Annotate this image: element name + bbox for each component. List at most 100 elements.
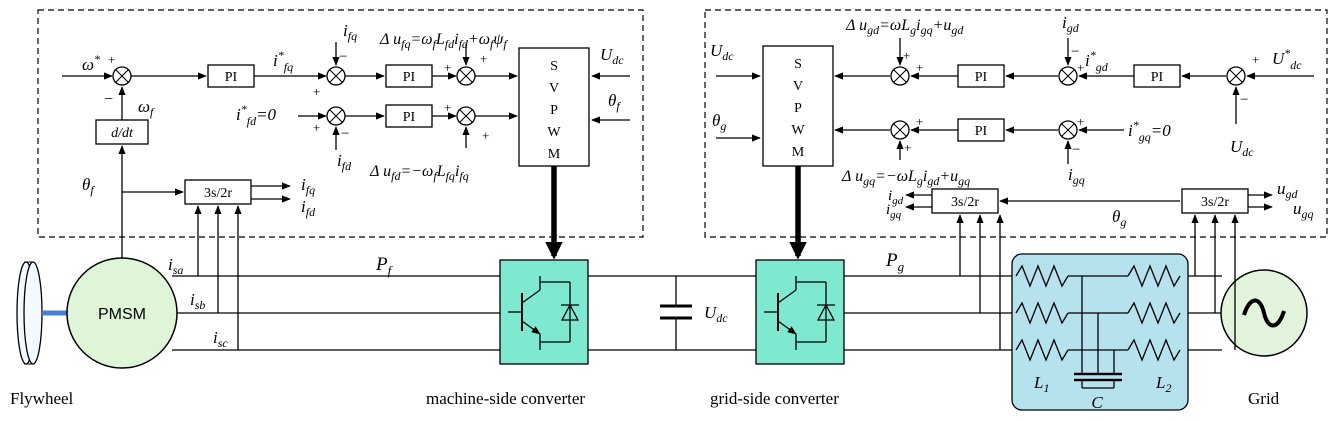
pi-d-label: PI xyxy=(403,110,416,125)
svpwm-letter: V xyxy=(793,79,803,94)
machine-3s2r-block xyxy=(184,179,252,205)
grid-pi-d-block xyxy=(957,64,1005,88)
svpwm-letter: M xyxy=(548,147,561,162)
lcl-filter xyxy=(1011,253,1189,411)
minus-sign: − xyxy=(1240,92,1248,108)
machine-converter-caption: machine-side converter xyxy=(426,389,585,408)
pi-speed-label: PI xyxy=(225,70,238,85)
q-voltage-summing-junction xyxy=(456,66,476,86)
udc-dc-link-label: Udc xyxy=(704,303,728,325)
grid-control-region xyxy=(704,9,1328,238)
grid-current-3s2r-block xyxy=(931,188,999,214)
ugq-out-label: ugq xyxy=(1293,199,1314,221)
grid-side-converter xyxy=(755,259,845,365)
grid-d-voltage-summing-junction xyxy=(890,66,910,86)
svpwm-letter: M xyxy=(792,145,805,160)
ifq-out-label: ifq xyxy=(301,175,315,197)
machine-3s2r-label: 3s/2r xyxy=(204,186,232,201)
igq-ref-label: i*gq=0 xyxy=(1128,118,1171,144)
udc-input-label: Udc xyxy=(600,45,624,67)
theta-g-label: θg xyxy=(1112,207,1126,229)
plus-sign: + xyxy=(904,140,911,155)
plus-sign: + xyxy=(482,128,489,143)
isb-label: isb xyxy=(190,290,205,312)
plus-sign: + xyxy=(444,60,451,75)
grid-pi-q-label: PI xyxy=(975,124,988,139)
minus-sign: − xyxy=(1071,44,1079,60)
d-current-summing-junction xyxy=(326,106,346,126)
grid-pi-d-label: PI xyxy=(975,70,988,85)
minus-sign: − xyxy=(341,126,349,142)
pg-label: Pg xyxy=(885,250,905,274)
plus-sign: + xyxy=(916,60,923,75)
machine-control-region xyxy=(37,9,644,238)
grid-d-current-summing-junction xyxy=(1058,66,1078,86)
grid-pi-v-block xyxy=(1133,64,1181,88)
filter-inductors-l1 xyxy=(1015,264,1069,362)
minus-sign: − xyxy=(339,49,347,65)
d-voltage-summing-junction xyxy=(456,106,476,126)
svpwm-letter: W xyxy=(547,125,561,140)
filter-capacitors xyxy=(1074,276,1122,389)
grid-voltage-3s2r-label: 3s/2r xyxy=(1201,195,1229,210)
pf-label: Pf xyxy=(375,254,394,278)
ifd-out-label: ifd xyxy=(301,197,316,219)
ifq-fb-label: ifq xyxy=(343,21,357,43)
plus-sign: + xyxy=(480,51,487,66)
igd-fb-label: igd xyxy=(1062,13,1080,35)
svpwm-letter: S xyxy=(550,59,558,74)
omega-f-label: ωf xyxy=(138,97,155,119)
pmsm-label: PMSM xyxy=(98,306,146,323)
igd-ref-label: i*gd xyxy=(1085,48,1109,74)
grid-pi-q-block xyxy=(957,118,1005,142)
flywheel xyxy=(16,261,43,365)
grid-caption: Grid xyxy=(1248,389,1280,408)
grid-converter-caption: grid-side converter xyxy=(710,389,839,408)
grid-theta-input-label: θg xyxy=(712,111,726,133)
svpwm-letter: P xyxy=(794,101,802,116)
isa-label: isa xyxy=(168,255,183,277)
grid-current-3s2r-label: 3s/2r xyxy=(951,195,979,210)
omega-ref-label: ω* xyxy=(82,52,100,74)
igd-out-label: igd xyxy=(888,188,904,207)
ddt-label: d/dt xyxy=(111,126,134,141)
udc-fb-label: Udc xyxy=(1230,137,1254,159)
grid-q-current-summing-junction xyxy=(1058,120,1078,140)
plus-sign: + xyxy=(1077,60,1084,75)
isc-label: isc xyxy=(213,328,228,350)
ddt-block xyxy=(95,119,149,145)
svpwm-letter: V xyxy=(549,81,559,96)
udc-ref-label: U*dc xyxy=(1272,46,1302,72)
machine-svpwm-block xyxy=(518,47,590,167)
grid-svpwm-block xyxy=(762,45,834,167)
ac-source-icon xyxy=(1242,298,1286,328)
c-label: C xyxy=(1091,393,1103,412)
machine-side-converter xyxy=(499,259,589,365)
plus-sign: + xyxy=(1077,114,1084,129)
ifd-ref-label: i*fd=0 xyxy=(236,102,277,128)
ugd-out-label: ugd xyxy=(1277,179,1299,201)
q-current-summing-junction xyxy=(326,66,346,86)
minus-sign: − xyxy=(1072,142,1080,158)
minus-sign: − xyxy=(104,91,113,108)
plus-sign: + xyxy=(313,84,320,99)
grid-voltage-3s2r-block xyxy=(1181,188,1249,214)
igq-out-label: igq xyxy=(886,202,902,221)
plus-sign: + xyxy=(903,48,910,63)
theta-f-label: θf xyxy=(82,175,95,197)
pi-q-label: PI xyxy=(403,70,416,85)
ifq-ref-label: i*fq xyxy=(273,48,293,74)
grid-udc-input-label: Udc xyxy=(710,41,734,63)
svpwm-letter: S xyxy=(794,57,802,72)
igq-fb-label: igq xyxy=(1068,165,1085,187)
filter-inductors-l2 xyxy=(1127,264,1181,362)
flywheel-caption: Flywheel xyxy=(10,389,74,408)
plus-sign: + xyxy=(313,120,320,135)
du-fq-equation: Δ ufq=ωfLfdifd+ωfψf xyxy=(379,31,508,51)
speed-summing-junction xyxy=(112,66,132,86)
du-gd-equation: Δ ugd=ωLgigq+ugd xyxy=(845,17,964,37)
plus-sign: + xyxy=(108,52,115,67)
svpwm-letter: P xyxy=(550,103,558,118)
dc-voltage-summing-junction xyxy=(1226,66,1246,86)
